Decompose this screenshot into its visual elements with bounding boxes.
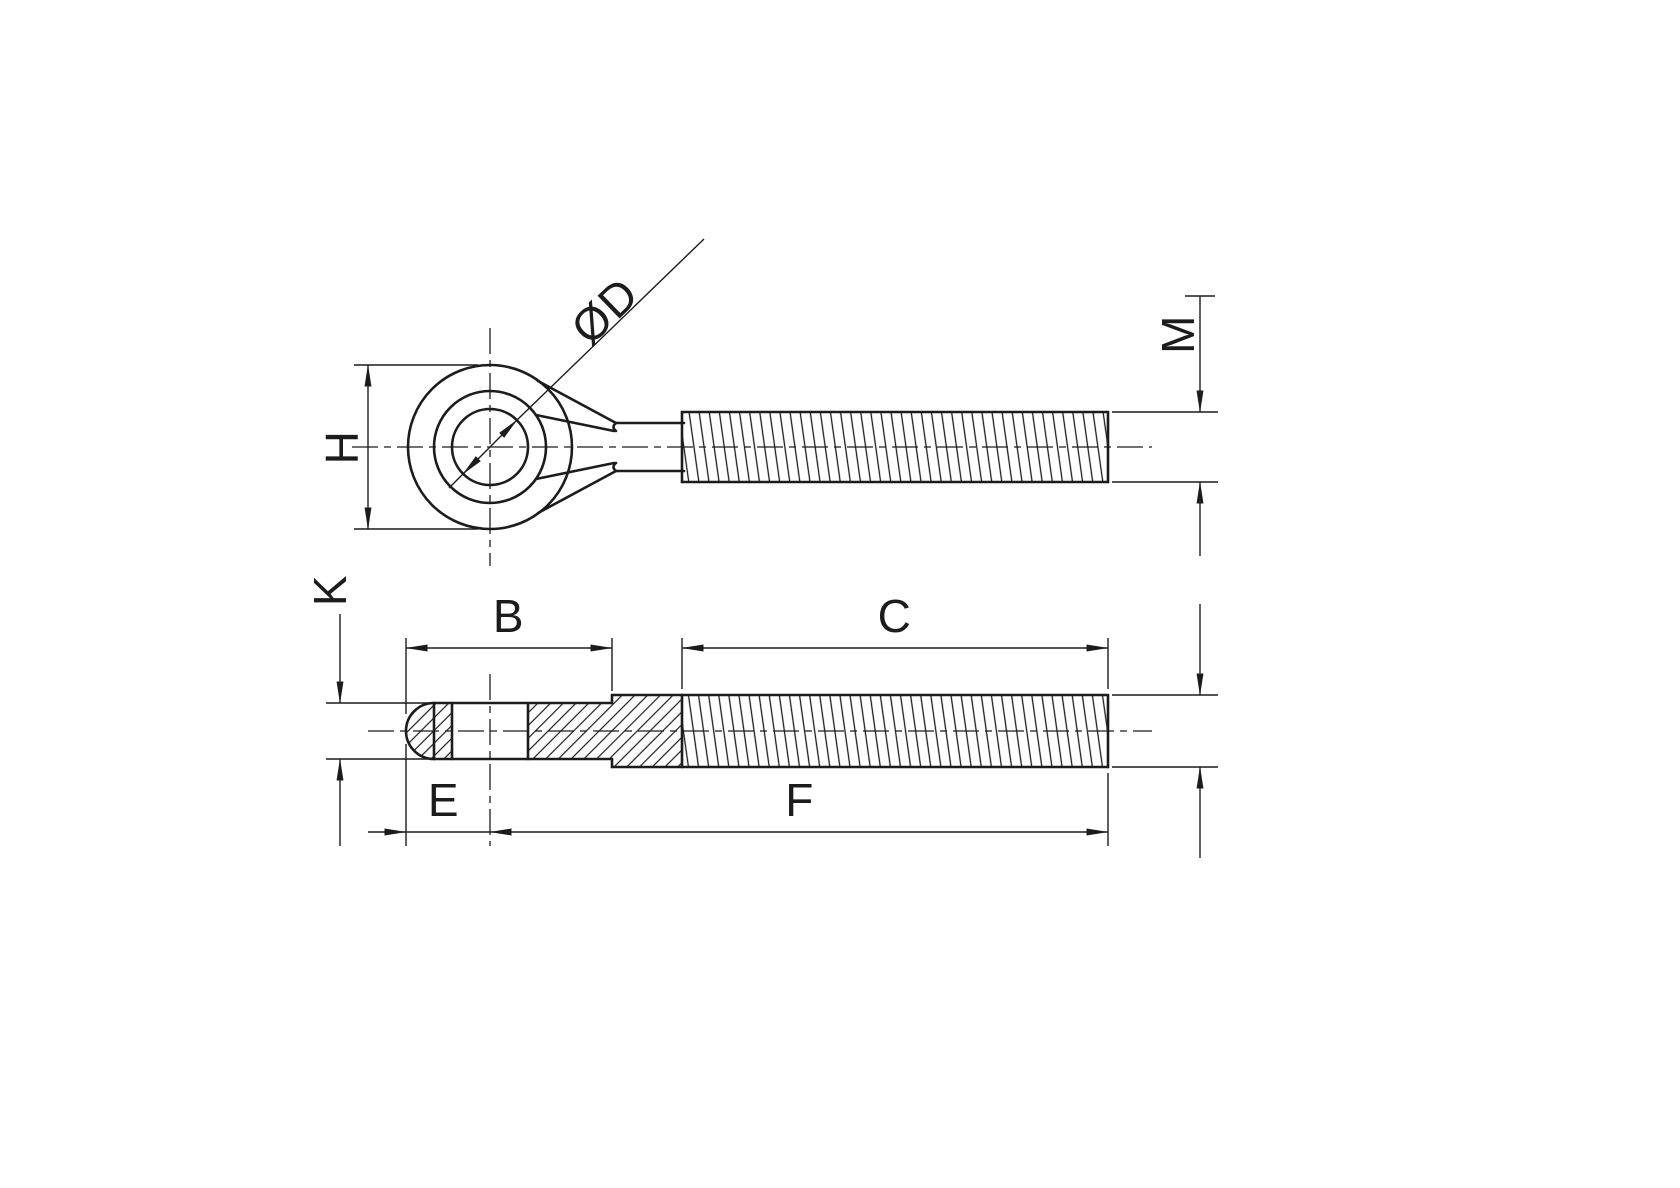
dimension-label-k: K (304, 574, 356, 606)
drawing-root: H ØD M K B C E F (304, 238, 1218, 858)
section-hatching (406, 695, 682, 767)
boss-taper-bottom (534, 461, 616, 481)
dimension-label-d: ØD (561, 267, 649, 354)
dim-k (326, 614, 428, 846)
eye-outer-circle (406, 363, 574, 531)
dim-c (681, 638, 1109, 689)
dimension-line (462, 419, 518, 475)
side-view-thread (680, 410, 1110, 484)
dim-d (448, 238, 705, 489)
dimension-label-b: B (493, 590, 525, 642)
dim-b (405, 638, 613, 714)
leader-line (516, 238, 705, 421)
dim-h (354, 364, 478, 530)
dim-e-f (368, 744, 1109, 846)
boss-taper-top (534, 413, 616, 433)
dimension-label-m: M (1152, 314, 1204, 354)
section-view-thread (680, 693, 1110, 769)
dimension-label-e: E (428, 774, 460, 826)
leader-tail (448, 473, 464, 489)
eye-hole-circle (450, 407, 530, 487)
dim-thread-dia-section (1112, 604, 1218, 858)
thread-texture (682, 695, 1108, 767)
side-view (406, 363, 1110, 531)
outer-tangent-bottom (536, 469, 618, 515)
eye-boss-circle (432, 389, 548, 505)
dim-m (1112, 295, 1218, 556)
thread-texture (682, 412, 1108, 482)
section-view (404, 693, 1110, 769)
dimensions (326, 238, 1218, 858)
dimension-label-f: F (785, 774, 815, 826)
dimension-label-h: H (316, 430, 368, 465)
dimension-label-c: C (878, 590, 913, 642)
